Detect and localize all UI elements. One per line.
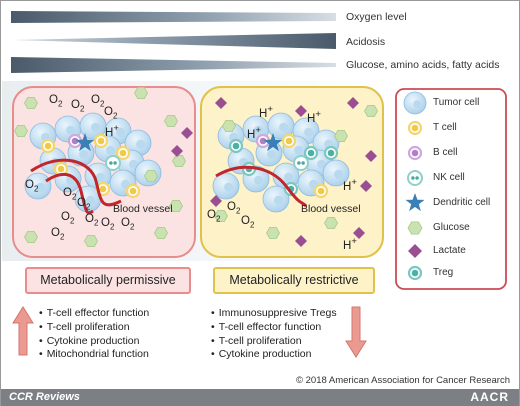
- oxygen-molecule: O2: [25, 179, 39, 194]
- proton-label: H+: [259, 104, 273, 120]
- legend-label-tumor-cell: Tumor cell: [433, 97, 480, 108]
- legend-label-glucose: Glucose: [433, 222, 470, 233]
- lactate-icon: [353, 227, 365, 239]
- oxygen-molecule: O2: [85, 213, 99, 228]
- acidosis-label: Acidosis: [346, 36, 386, 48]
- lactate-icon: [171, 145, 183, 157]
- up-arrow: [12, 306, 34, 356]
- oxygen-molecule: O2: [121, 217, 135, 232]
- lactate-icon: [215, 97, 227, 109]
- footer-journal: CCR Reviews: [9, 391, 80, 403]
- restrictive-title: Metabolically restrictive: [213, 267, 375, 294]
- glucose-icon: [144, 169, 158, 183]
- glucose-icon: [214, 209, 228, 223]
- oxygen-molecule: O2: [104, 106, 118, 121]
- nk-cell-icon: [293, 155, 309, 171]
- acidosis-wedge: [11, 33, 336, 49]
- lactate-icon: [295, 105, 307, 117]
- legend-label-treg: Treg: [433, 267, 454, 278]
- dendritic-cell-icon: [263, 133, 283, 152]
- glucose-icon: [266, 226, 280, 240]
- proton-label: H+: [105, 123, 119, 139]
- proton-label: H+: [343, 177, 357, 193]
- glucose-icon: [84, 234, 98, 248]
- lactate-icon: [295, 235, 307, 247]
- legend-label-dendritic-cell: Dendritic cell: [433, 197, 491, 208]
- oxygen-molecule: O2: [241, 215, 255, 230]
- list-item: Cytokine production: [211, 348, 337, 362]
- legend-label-nk-cell: NK cell: [433, 172, 465, 183]
- glucose-icon: [334, 129, 348, 143]
- lactate-icon: [210, 195, 222, 207]
- oxygen-molecule: O2: [91, 94, 105, 109]
- lactate-icon: [365, 150, 377, 162]
- legend-label-lactate: Lactate: [433, 245, 466, 256]
- oxygen-molecule: O2: [63, 187, 77, 202]
- footer-bar: CCR Reviews AACR: [1, 389, 519, 406]
- panel-metabolites: [14, 87, 378, 248]
- oxygen-wedge: [11, 11, 336, 23]
- copyright: © 2018 American Association for Cancer R…: [296, 375, 510, 386]
- blood-vessel-label-restrictive: Blood vessel: [301, 203, 361, 215]
- glucose-icon: [172, 154, 186, 168]
- oxygen-level-label: Oxygen level: [346, 11, 407, 23]
- blood-vessel-label-permissive: Blood vessel: [113, 203, 173, 215]
- nutrients-wedge: [11, 57, 336, 73]
- blood-vessel-permissive-2: [45, 172, 94, 215]
- list-item: Immunosuppresive Tregs: [211, 307, 337, 321]
- legend-label-t-cell: T cell: [433, 122, 457, 133]
- oxygen-molecule: O2: [49, 94, 63, 109]
- oxygen-molecule: O2: [71, 99, 85, 114]
- glucose-icon: [24, 97, 38, 109]
- list-item: T-cell effector function: [211, 321, 337, 335]
- list-item: Mitochondrial function: [39, 348, 149, 362]
- list-item: Cytokine production: [39, 335, 149, 349]
- glucose-icon: [324, 216, 338, 230]
- nutrients-label: Glucose, amino acids, fatty acids: [346, 59, 500, 71]
- legend-box: [395, 88, 507, 290]
- oxygen-molecule: O2: [61, 211, 75, 226]
- lactate-icon: [360, 180, 372, 192]
- footer-logo: AACR: [470, 390, 509, 404]
- dendritic-cell-icon: [75, 133, 95, 152]
- lactate-icon: [347, 97, 359, 109]
- permissive-title: Metabolically permissive: [25, 267, 191, 294]
- oxygen-molecule: O2: [51, 227, 65, 242]
- permissive-tumor-cluster: [24, 112, 162, 213]
- proton-label: H+: [343, 236, 357, 252]
- restrictive-list: Immunosuppresive Tregs T-cell effector f…: [211, 307, 337, 362]
- oxygen-molecule: O2: [227, 201, 241, 216]
- list-item: T-cell effector function: [39, 307, 150, 321]
- legend-label-b-cell: B cell: [433, 147, 458, 158]
- oxygen-molecule: O2: [77, 197, 91, 212]
- glucose-icon: [14, 125, 28, 138]
- lactate-icon: [181, 127, 193, 139]
- glucose-icon: [164, 115, 178, 127]
- glucose-icon: [169, 199, 183, 213]
- glucose-icon: [364, 105, 378, 117]
- down-arrow: [345, 306, 367, 358]
- permissive-list: T-cell effector function T-cell prolifer…: [39, 307, 150, 362]
- list-item: T-cell proliferation: [211, 335, 337, 349]
- glucose-icon: [24, 230, 38, 244]
- blood-vessel-restrictive: [215, 165, 308, 208]
- oxygen-molecule: O2: [207, 209, 221, 224]
- glucose-icon: [222, 120, 236, 133]
- glucose-icon: [154, 226, 168, 240]
- proton-label: H+: [307, 109, 321, 125]
- list-item: T-cell proliferation: [39, 321, 149, 335]
- oxygen-molecule: O2: [101, 217, 115, 232]
- proton-label: H+: [247, 125, 261, 141]
- blood-vessel-permissive-1: [30, 158, 122, 207]
- glucose-icon: [134, 87, 148, 99]
- nk-cell-icon: [105, 155, 121, 171]
- restrictive-tumor-cluster: [212, 112, 350, 213]
